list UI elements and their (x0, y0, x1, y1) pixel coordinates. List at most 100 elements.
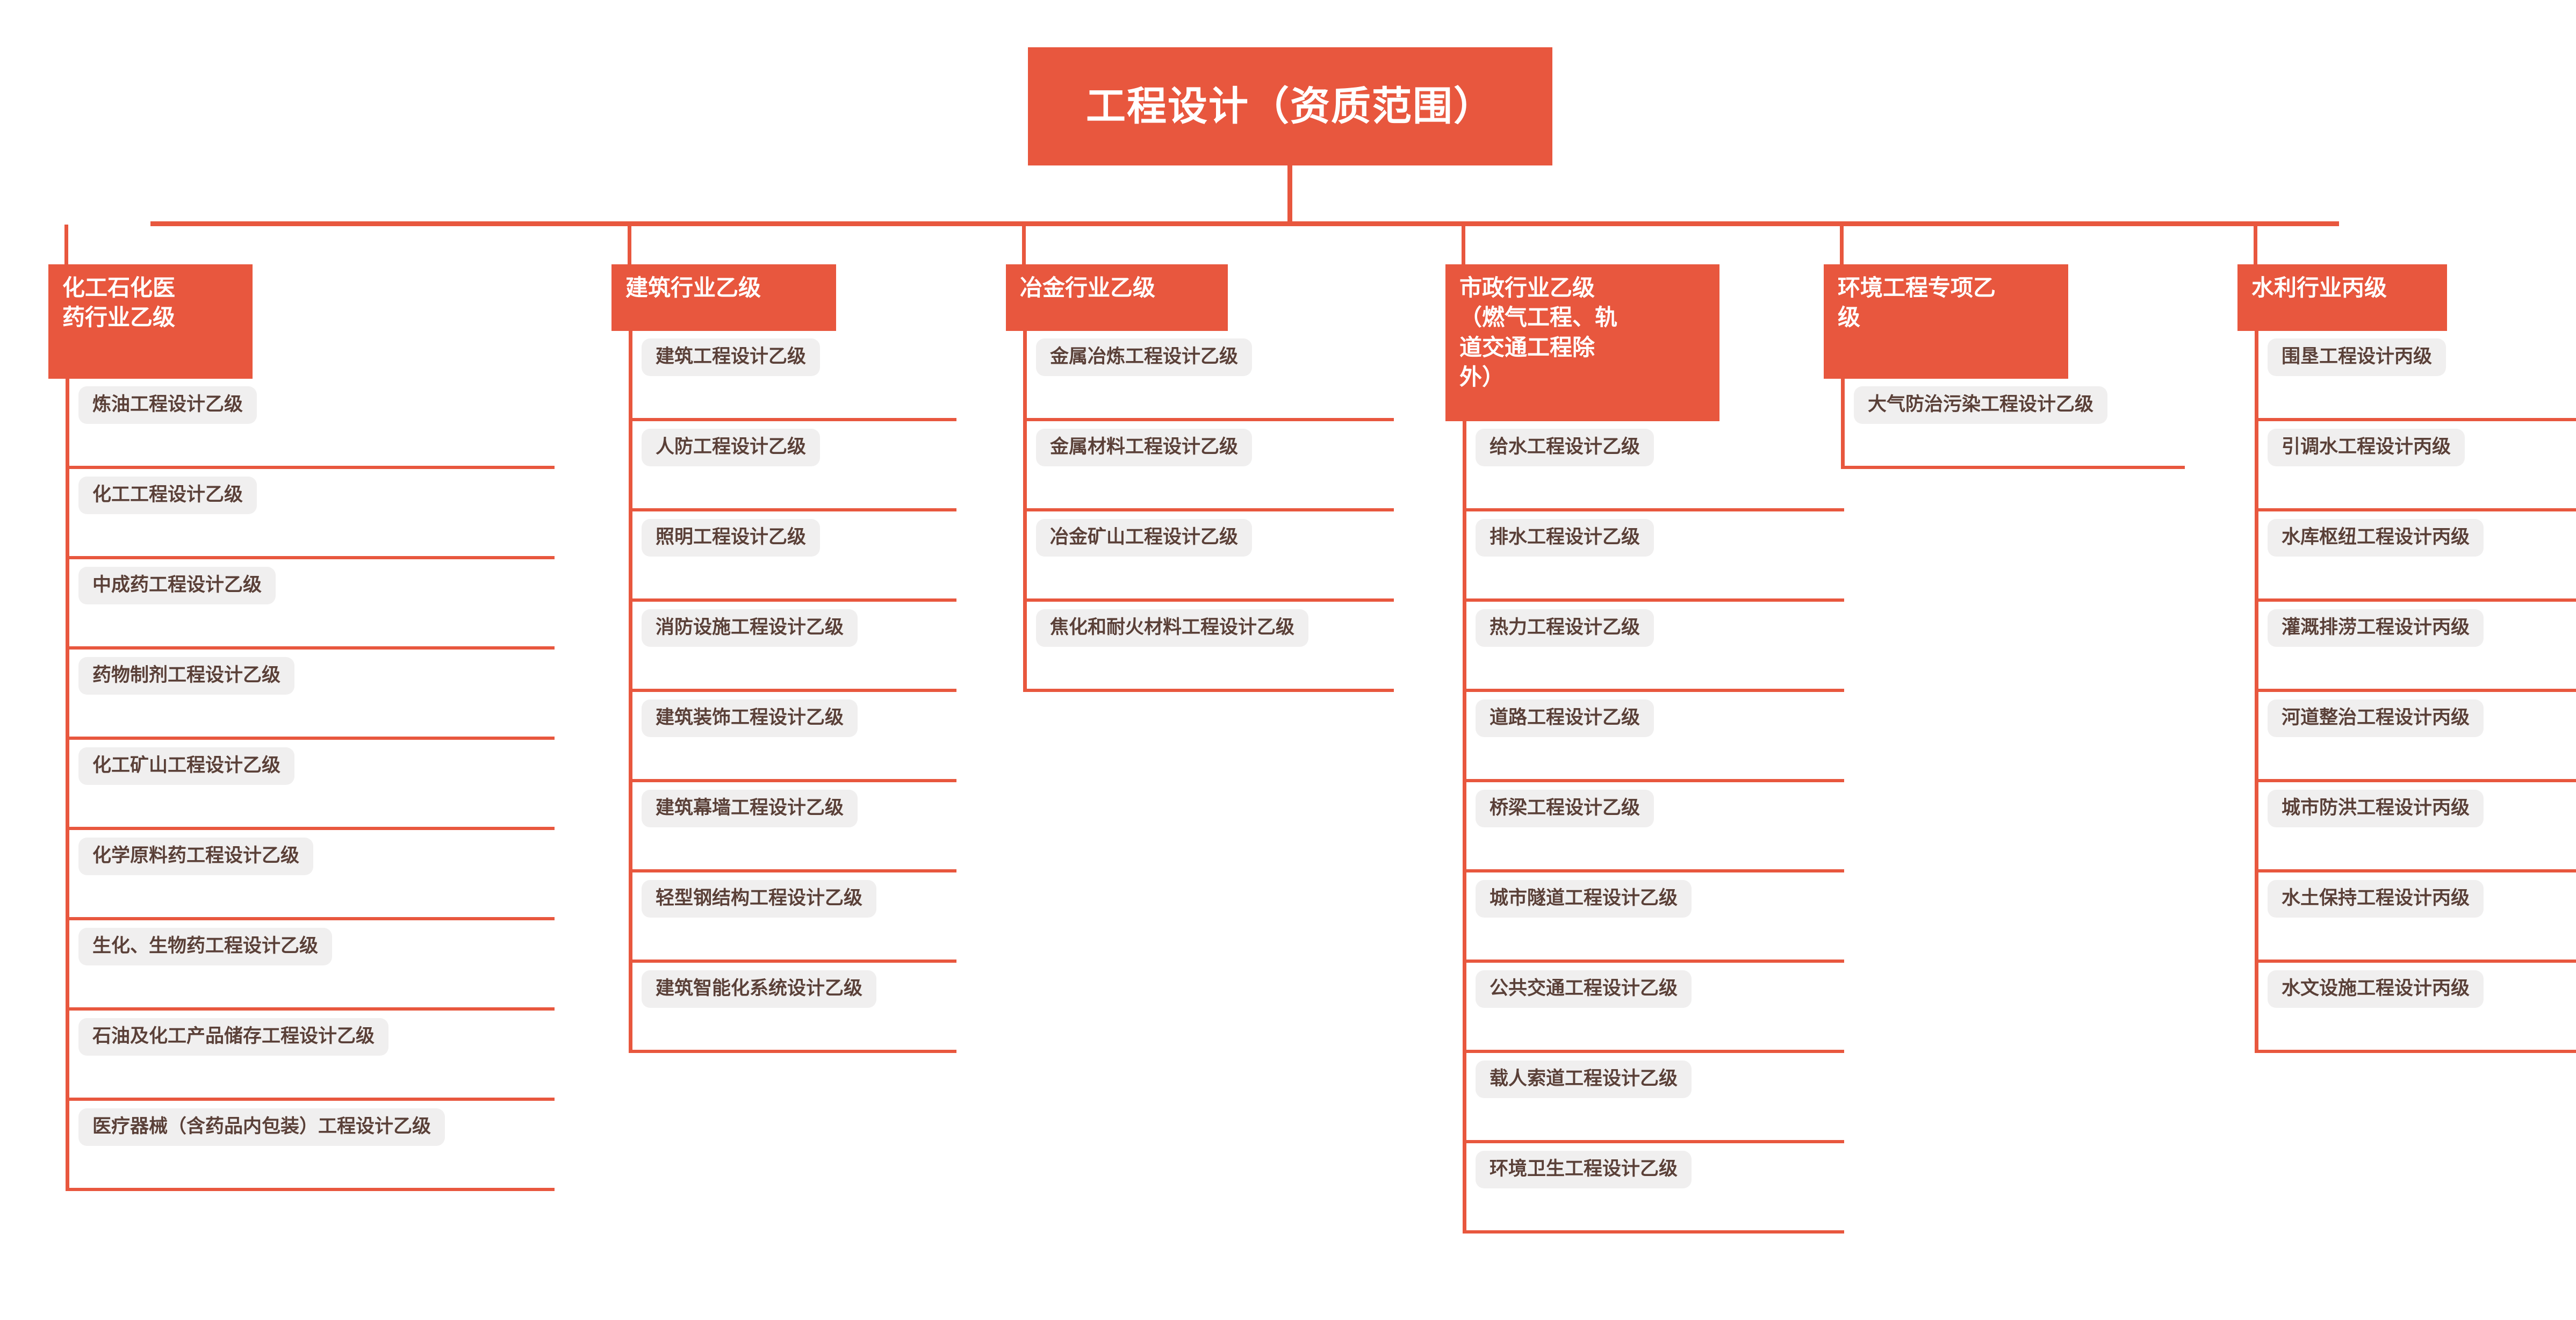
qualification-item-rule (2255, 779, 2576, 782)
qualification-item[interactable]: 焦化和耐火材料工程设计乙级 (1023, 602, 1398, 692)
branch-header-environment[interactable]: 环境工程专项乙级 (1824, 264, 2068, 379)
root-node[interactable]: 工程设计（资质范围） (1028, 47, 1552, 165)
qualification-item-label: 给水工程设计乙级 (1476, 429, 1654, 466)
branch-header-metallurgy[interactable]: 冶金行业乙级 (1006, 264, 1228, 331)
qualification-item-label: 引调水工程设计丙级 (2268, 429, 2465, 466)
qualification-item[interactable]: 环境卫生工程设计乙级 (1463, 1143, 1848, 1234)
qualification-item[interactable]: 大气防治污染工程设计乙级 (1841, 379, 2189, 469)
qualification-item-label: 人防工程设计乙级 (642, 429, 821, 466)
qualification-item-label: 建筑幕墙工程设计乙级 (642, 790, 858, 827)
branch-header-line: 市政行业乙级 (1459, 275, 1595, 300)
qualification-item-label: 河道整治工程设计丙级 (2268, 699, 2484, 737)
branch-header-municipal[interactable]: 市政行业乙级（燃气工程、轨道交通工程除外） (1445, 264, 1719, 421)
qualification-item[interactable]: 排水工程设计乙级 (1463, 511, 1848, 602)
qualification-item-rule (66, 466, 555, 469)
qualification-item[interactable]: 人防工程设计乙级 (629, 421, 961, 511)
qualification-item-rule (1841, 466, 2185, 469)
branch-header-line: （燃气工程、轨 (1459, 305, 1618, 330)
qualification-item[interactable]: 化工矿山工程设计乙级 (66, 740, 559, 830)
qualification-item-label: 水库枢纽工程设计丙级 (2268, 519, 2484, 557)
qualification-item[interactable]: 引调水工程设计丙级 (2255, 421, 2576, 511)
qualification-item[interactable]: 消防设施工程设计乙级 (629, 602, 961, 692)
qualification-item-rule (66, 1098, 555, 1101)
branch-header-line: 道交通工程除 (1459, 334, 1595, 360)
qualification-item[interactable]: 照明工程设计乙级 (629, 511, 961, 602)
qualification-item[interactable]: 建筑幕墙工程设计乙级 (629, 782, 961, 872)
branch-header-line: 环境工程专项乙 (1838, 275, 1996, 300)
qualification-item[interactable]: 公共交通工程设计乙级 (1463, 963, 1848, 1053)
qualification-item-label: 建筑装饰工程设计乙级 (642, 699, 858, 737)
branch-header-construction[interactable]: 建筑行业乙级 (611, 264, 836, 331)
qualification-item-rule (1463, 689, 1844, 692)
qualification-item-label: 药物制剂工程设计乙级 (78, 657, 295, 695)
qualification-item-label: 道路工程设计乙级 (1476, 699, 1654, 737)
qualification-item-label: 化学原料药工程设计乙级 (78, 838, 314, 875)
connector-branch-spine (2255, 331, 2258, 1053)
qualification-item-rule (1023, 418, 1394, 421)
connector-branch-spine (629, 331, 632, 1053)
qualification-item[interactable]: 桥梁工程设计乙级 (1463, 782, 1848, 872)
qualification-item[interactable]: 载人索道工程设计乙级 (1463, 1053, 1848, 1143)
qualification-item-label: 炼油工程设计乙级 (78, 386, 257, 424)
branch-header-line: 水利行业丙级 (2251, 275, 2387, 300)
qualification-item[interactable]: 河道整治工程设计丙级 (2255, 692, 2576, 782)
qualification-item-rule (1023, 689, 1394, 692)
branch-column-construction: 建筑行业乙级建筑工程设计乙级人防工程设计乙级照明工程设计乙级消防设施工程设计乙级… (611, 264, 961, 1053)
qualification-item[interactable]: 化工工程设计乙级 (66, 469, 559, 559)
qualification-item-rule (2255, 508, 2576, 511)
qualification-item-label: 建筑工程设计乙级 (642, 338, 821, 376)
qualification-item[interactable]: 炼油工程设计乙级 (66, 379, 559, 469)
branch-items-metallurgy: 金属冶炼工程设计乙级金属材料工程设计乙级冶金矿山工程设计乙级焦化和耐火材料工程设… (1006, 331, 1398, 692)
qualification-item-label: 排水工程设计乙级 (1476, 519, 1654, 557)
qualification-item[interactable]: 建筑智能化系统设计乙级 (629, 963, 961, 1053)
qualification-item[interactable]: 城市隧道工程设计乙级 (1463, 872, 1848, 963)
qualification-item[interactable]: 给水工程设计乙级 (1463, 421, 1848, 511)
qualification-item[interactable]: 建筑装饰工程设计乙级 (629, 692, 961, 782)
connector-root-drop (1287, 165, 1292, 226)
qualification-item-rule (629, 598, 956, 602)
qualification-item-rule (1463, 1230, 1844, 1234)
qualification-item[interactable]: 化学原料药工程设计乙级 (66, 830, 559, 920)
qualification-item[interactable]: 城市防洪工程设计丙级 (2255, 782, 2576, 872)
qualification-item-rule (1463, 779, 1844, 782)
qualification-item[interactable]: 道路工程设计乙级 (1463, 692, 1848, 782)
qualification-item[interactable]: 建筑工程设计乙级 (629, 331, 961, 421)
qualification-item[interactable]: 水库枢纽工程设计丙级 (2255, 511, 2576, 602)
branch-column-chemical: 化工石化医药行业乙级炼油工程设计乙级化工工程设计乙级中成药工程设计乙级药物制剂工… (48, 264, 559, 1191)
qualification-item-rule (2255, 418, 2576, 421)
connector-branch-spine (1841, 379, 1845, 469)
qualification-item[interactable]: 医疗器械（含药品内包装）工程设计乙级 (66, 1101, 559, 1191)
qualification-item[interactable]: 灌溉排涝工程设计丙级 (2255, 602, 2576, 692)
qualification-item-label: 轻型钢结构工程设计乙级 (642, 880, 877, 918)
qualification-item[interactable]: 水土保持工程设计丙级 (2255, 872, 2576, 963)
qualification-item[interactable]: 冶金矿山工程设计乙级 (1023, 511, 1398, 602)
qualification-item-label: 医疗器械（含药品内包装）工程设计乙级 (78, 1108, 445, 1146)
qualification-item-rule (1023, 508, 1394, 511)
qualification-item-label: 金属材料工程设计乙级 (1036, 429, 1253, 466)
qualification-item-rule (1463, 869, 1844, 872)
qualification-item[interactable]: 石油及化工产品储存工程设计乙级 (66, 1011, 559, 1101)
qualification-item-rule (1463, 1140, 1844, 1143)
qualification-item-rule (66, 1188, 555, 1191)
qualification-item-rule (2255, 1050, 2576, 1053)
qualification-item-rule (2255, 960, 2576, 963)
qualification-item[interactable]: 金属材料工程设计乙级 (1023, 421, 1398, 511)
qualification-item-rule (629, 1050, 956, 1053)
branch-header-line: 级 (1838, 305, 1861, 330)
qualification-item-label: 城市隧道工程设计乙级 (1476, 880, 1692, 918)
qualification-item-label: 生化、生物药工程设计乙级 (78, 928, 333, 965)
qualification-item[interactable]: 水文设施工程设计丙级 (2255, 963, 2576, 1053)
branch-header-chemical[interactable]: 化工石化医药行业乙级 (48, 264, 253, 379)
qualification-item-rule (629, 779, 956, 782)
qualification-item[interactable]: 生化、生物药工程设计乙级 (66, 920, 559, 1011)
qualification-item[interactable]: 围垦工程设计丙级 (2255, 331, 2576, 421)
qualification-item[interactable]: 金属冶炼工程设计乙级 (1023, 331, 1398, 421)
qualification-item-label: 建筑智能化系统设计乙级 (642, 970, 877, 1008)
qualification-item[interactable]: 热力工程设计乙级 (1463, 602, 1848, 692)
branch-header-water[interactable]: 水利行业丙级 (2237, 264, 2447, 331)
qualification-item-rule (1463, 598, 1844, 602)
qualification-item[interactable]: 轻型钢结构工程设计乙级 (629, 872, 961, 963)
qualification-item[interactable]: 药物制剂工程设计乙级 (66, 650, 559, 740)
qualification-item-label: 热力工程设计乙级 (1476, 609, 1654, 647)
qualification-item[interactable]: 中成药工程设计乙级 (66, 559, 559, 650)
